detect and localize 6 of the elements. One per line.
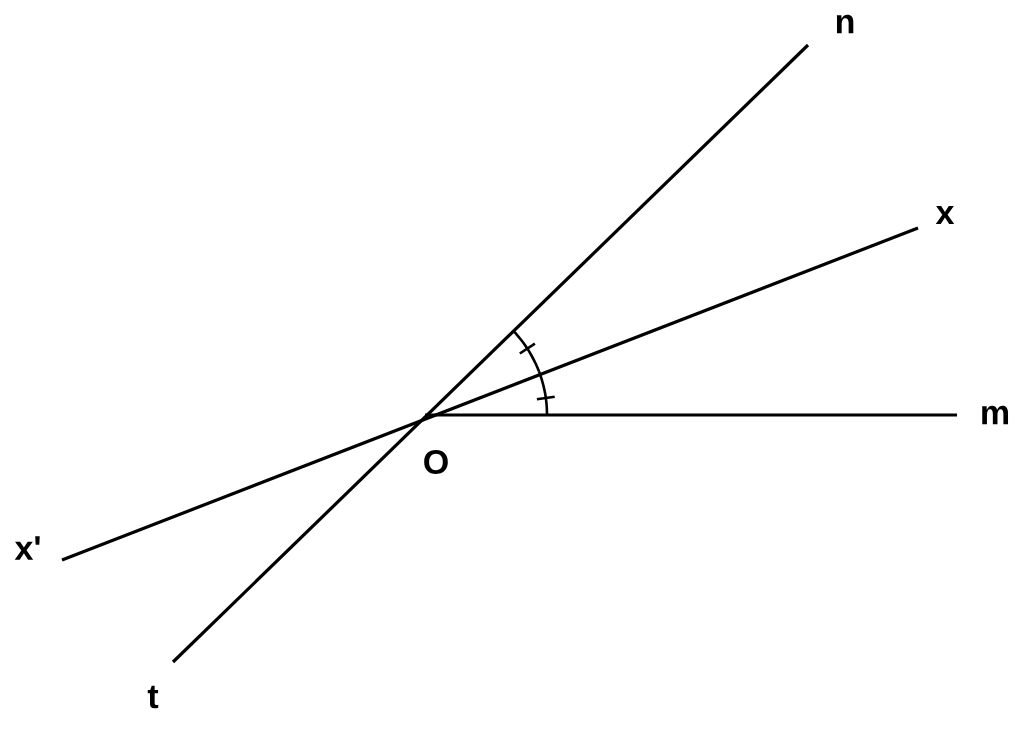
point-label: t [147,685,159,709]
point-label: x [935,206,955,224]
point-label: x' [14,536,40,560]
point-label: m [982,405,1008,425]
point-label: n [836,14,854,34]
point-label: O [424,449,448,475]
